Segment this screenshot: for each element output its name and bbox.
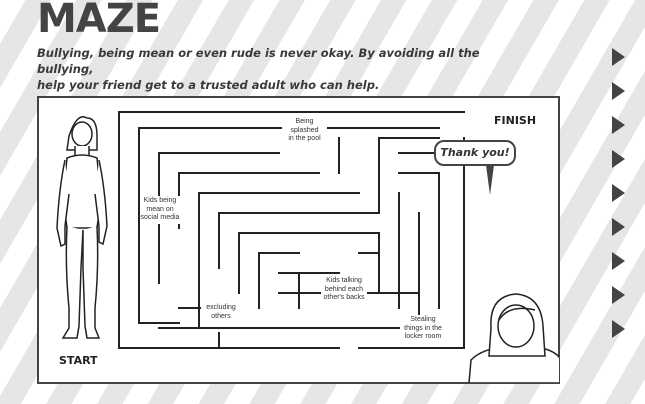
side-arrow-icon — [612, 320, 625, 338]
start-label: START — [59, 354, 98, 367]
speech-bubble: Thank you! — [434, 140, 516, 166]
side-arrow-icon — [612, 150, 625, 168]
obstacle-talking-line2: behind each — [324, 285, 364, 293]
side-arrow-icon — [612, 286, 625, 304]
page-title: MAZE — [37, 0, 161, 42]
side-arrow-icon — [612, 184, 625, 202]
obstacle-social-media-line3: social media — [140, 214, 180, 221]
obstacle-excluding-line2: others — [211, 312, 231, 320]
obstacle-talking: Kids talking behind each other's backs — [321, 276, 367, 304]
obstacle-social-media-line2: mean on — [146, 205, 174, 213]
side-arrows — [612, 48, 625, 354]
obstacle-splashed: Being splashed in the pool — [282, 117, 327, 145]
obstacle-splashed-line1: Being — [295, 118, 314, 125]
trusted-adult-figure — [468, 293, 559, 383]
obstacle-splashed-line2: splashed — [290, 126, 319, 134]
obstacle-social-media: Kids being mean on social media — [140, 196, 180, 224]
obstacle-stealing-line3: locker room — [404, 333, 442, 340]
side-arrow-icon — [612, 82, 625, 100]
obstacle-stealing: Stealing things in the locker room — [402, 315, 444, 343]
side-arrow-icon — [612, 116, 625, 134]
obstacle-excluding: excluding others — [201, 303, 241, 322]
instructions-line-2: help your friend get to a trusted adult … — [37, 78, 380, 92]
maze-walls[interactable] — [118, 111, 465, 349]
instructions-text: Bullying, being mean or even rude is nev… — [37, 45, 497, 93]
finish-label: FINISH — [494, 114, 537, 127]
side-arrow-icon — [612, 218, 625, 236]
instructions-line-1: Bullying, being mean or even rude is nev… — [37, 46, 480, 76]
obstacle-stealing-line1: Stealing — [410, 316, 436, 323]
side-arrow-icon — [612, 252, 625, 270]
obstacle-talking-line3: other's backs — [323, 294, 365, 301]
side-arrow-icon — [612, 48, 625, 66]
obstacle-social-media-line1: Kids being — [143, 197, 177, 204]
obstacle-excluding-line1: excluding — [206, 304, 236, 311]
obstacle-stealing-line2: things in the — [404, 324, 442, 332]
obstacle-splashed-line3: in the pool — [288, 135, 321, 142]
obstacle-talking-line1: Kids talking — [326, 277, 362, 284]
girl-in-swimsuit-figure — [56, 116, 108, 339]
speech-bubble-tail — [486, 165, 494, 195]
